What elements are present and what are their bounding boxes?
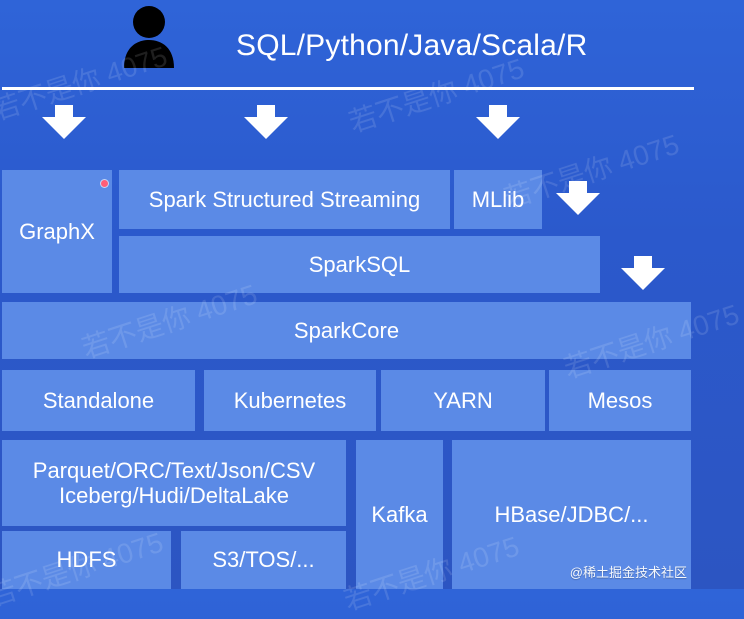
languages-title: SQL/Python/Java/Scala/R — [236, 29, 588, 62]
kubernetes-box: Kubernetes — [204, 370, 376, 431]
structured-streaming-label: Spark Structured Streaming — [148, 186, 421, 212]
formats-box: Parquet/ORC/Text/Json/CSV Iceberg/Hudi/D… — [2, 440, 346, 526]
standalone-box: Standalone — [2, 370, 195, 431]
corner-watermark: @稀土掘金技术社区 — [569, 565, 687, 580]
down-arrow-icon — [621, 256, 665, 290]
sparkcore-label: SparkCore — [293, 317, 400, 343]
down-arrow-icon — [42, 105, 86, 139]
formats-line-2: Iceberg/Hudi/DeltaLake — [59, 483, 289, 508]
user-icon — [116, 2, 182, 75]
s3-tos-label: S3/TOS/... — [212, 547, 315, 573]
hdfs-label: HDFS — [56, 547, 117, 573]
down-arrow-icon — [476, 105, 520, 139]
mllib-label: MLlib — [471, 186, 525, 212]
yarn-box: YARN — [381, 370, 545, 431]
hdfs-box: HDFS — [2, 531, 171, 589]
mesos-label: Mesos — [587, 387, 653, 413]
graphx-label: GraphX — [19, 218, 95, 244]
hbase-jdbc-label: HBase/JDBC/... — [494, 501, 649, 527]
sparkcore-box: SparkCore — [2, 302, 691, 359]
red-dot-icon — [101, 180, 108, 187]
down-arrow-icon — [244, 105, 288, 139]
s3-tos-box: S3/TOS/... — [181, 531, 346, 589]
sparksql-box: SparkSQL — [119, 236, 600, 293]
sparksql-label: SparkSQL — [308, 251, 411, 277]
mesos-box: Mesos — [549, 370, 691, 431]
graphx-box: GraphX — [2, 170, 112, 293]
kubernetes-label: Kubernetes — [233, 387, 347, 413]
down-arrow-icon — [556, 181, 600, 215]
structured-streaming-box: Spark Structured Streaming — [119, 170, 450, 229]
top-divider — [2, 87, 694, 90]
mllib-box: MLlib — [454, 170, 542, 229]
formats-line-1: Parquet/ORC/Text/Json/CSV — [32, 457, 316, 483]
kafka-box: Kafka — [356, 440, 443, 589]
yarn-label: YARN — [433, 387, 493, 413]
hbase-jdbc-box: HBase/JDBC/... — [452, 440, 691, 589]
kafka-label: Kafka — [371, 501, 428, 527]
standalone-label: Standalone — [42, 387, 155, 413]
